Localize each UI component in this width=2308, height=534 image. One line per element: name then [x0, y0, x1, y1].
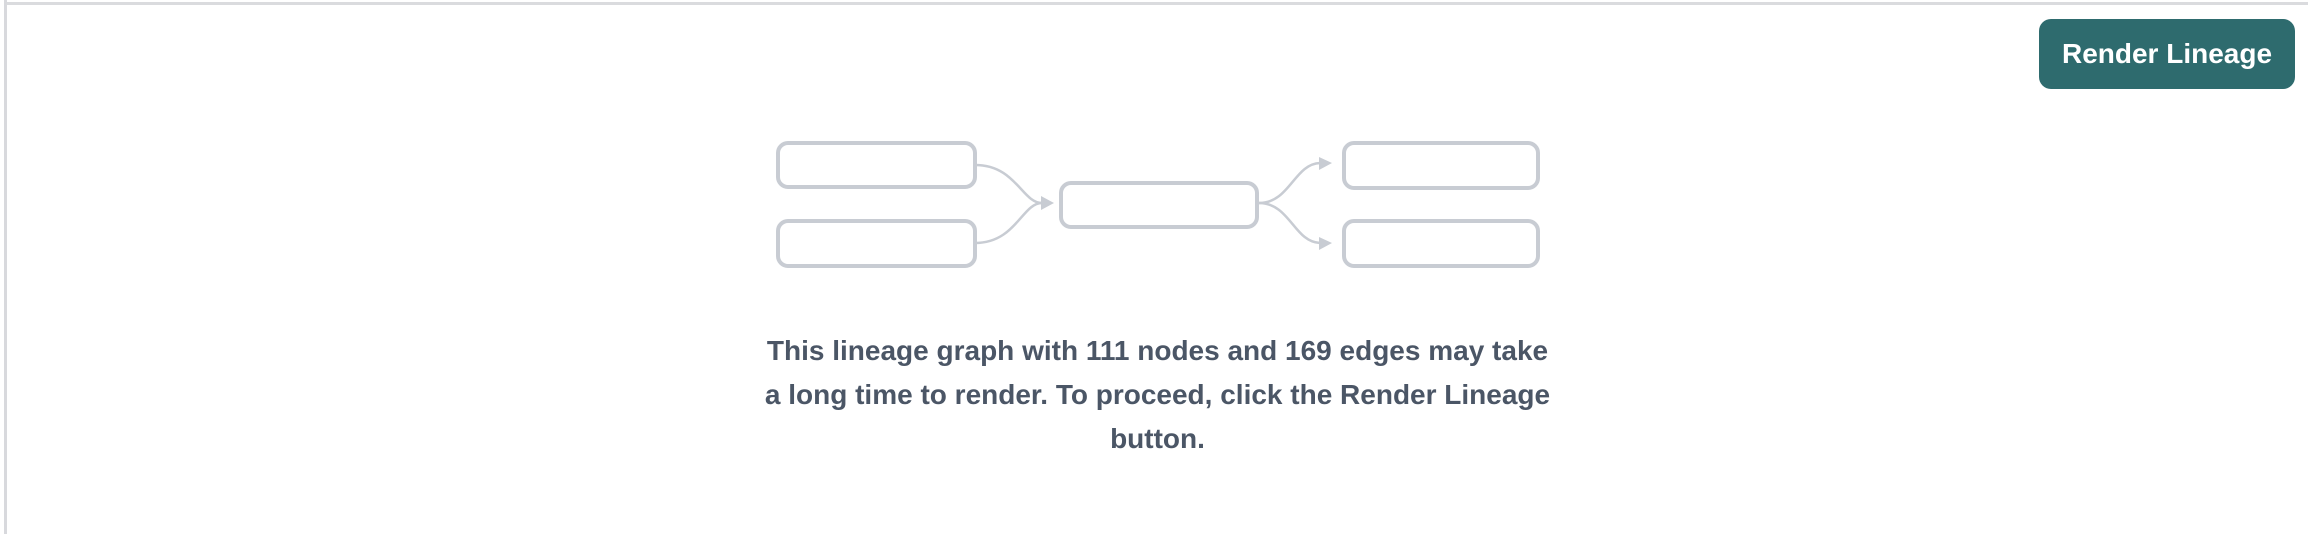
lineage-empty-state: This lineage graph with 111 nodes and 16… [7, 139, 2308, 461]
edge-mid-to-topright [1258, 161, 1320, 205]
empty-state-message-line: button. [1110, 423, 1205, 454]
placeholder-node-top-left [775, 141, 977, 189]
edge-topleft-to-mid [974, 163, 1042, 205]
placeholder-node-bottom-left [775, 219, 977, 268]
placeholder-node-middle [1058, 181, 1259, 229]
panel-left-border [4, 0, 7, 534]
placeholder-node-bottom-right [1341, 219, 1540, 268]
empty-state-message: This lineage graph with 111 nodes and 16… [765, 329, 1550, 461]
panel-top-border [4, 2, 2308, 5]
empty-state-message-line: This lineage graph with 111 nodes and 16… [766, 335, 1549, 366]
edge-mid-to-bottomright [1258, 201, 1320, 245]
arrowhead-bottomright [1318, 237, 1332, 250]
render-lineage-button[interactable]: Render Lineage [2039, 19, 2295, 89]
arrowhead-topright [1318, 157, 1332, 170]
placeholder-node-top-right [1341, 141, 1540, 190]
lineage-graph-placeholder-icon [775, 141, 1540, 268]
arrowhead-mid [1040, 196, 1054, 210]
edge-bottomleft-to-mid [974, 201, 1042, 245]
empty-state-message-line: a long time to render. To proceed, click… [764, 379, 1551, 410]
